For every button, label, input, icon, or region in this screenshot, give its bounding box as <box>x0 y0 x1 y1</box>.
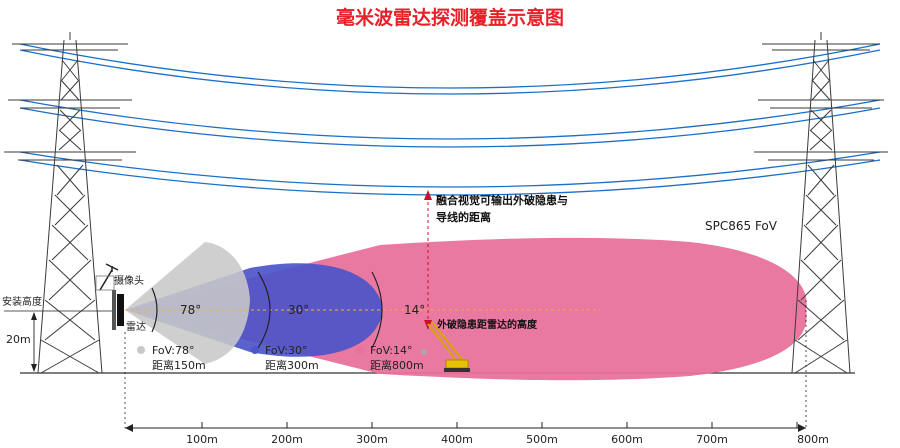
cone-long-angle-label: 14° <box>404 303 425 317</box>
legend-mid-range: 距离300m <box>265 358 319 372</box>
cone-wide-range <box>125 242 250 364</box>
coverage-cones: 78° 30° 14° <box>125 237 807 381</box>
legend-wide-fov: FoV:78° <box>152 344 195 357</box>
legend-long-fov: FoV:14° <box>370 344 413 357</box>
hazard-height-label: 外破隐患距雷达的高度 <box>436 318 538 331</box>
install-height-label: 安装高度 <box>2 295 42 308</box>
distance-axis: 100m 200m 300m 400m 500m 600m 700m 800m <box>124 300 829 446</box>
height-value-label: 20m <box>6 333 31 346</box>
axis-tick-label: 400m <box>441 433 473 446</box>
axis-tick-label: 300m <box>356 433 388 446</box>
legend-mid-fov: FoV:30° <box>265 344 308 357</box>
radar-label: 雷达 <box>126 321 146 333</box>
cone-mid-arc <box>257 271 271 349</box>
legend-wide-range: 距离150m <box>152 358 206 372</box>
left-tower <box>4 32 136 374</box>
crane-icon <box>421 321 470 372</box>
axis-tick-label: 200m <box>271 433 303 446</box>
axis-tick-label: 600m <box>611 433 643 446</box>
cone-wide-arc <box>151 287 158 333</box>
legend-long-range: 距离800m <box>370 358 424 372</box>
fusion-note-line1: 融合视觉可输出外破隐患与 <box>436 193 568 207</box>
axis-tick-label: 100m <box>186 433 218 446</box>
legend-long: FoV:14° 距离800m <box>356 344 424 372</box>
radar-device <box>112 290 124 330</box>
cone-wide-angle-label: 78° <box>180 303 201 317</box>
power-lines <box>19 43 881 196</box>
fusion-note-line2: 导线的距离 <box>436 210 491 224</box>
camera-label-box <box>95 275 115 291</box>
axis-tick-label: 800m <box>797 433 829 446</box>
right-tower <box>754 32 888 374</box>
axis-tick-label: 700m <box>696 433 728 446</box>
product-fov-label: SPC865 FoV <box>705 219 778 233</box>
cone-long-arc <box>371 271 383 349</box>
cone-mid-angle-label: 30° <box>288 303 309 317</box>
camera-label: 摄像头 <box>114 274 144 287</box>
axis-tick-label: 500m <box>526 433 558 446</box>
legend-wide: FoV:78° 距离150m <box>137 344 206 372</box>
diagram-title: 毫米波雷达探测覆盖示意图 <box>336 6 564 29</box>
install-height-indicator <box>4 310 112 372</box>
camera-icon <box>99 263 119 291</box>
legend-mid: FoV:30° 距离300m <box>251 344 319 372</box>
